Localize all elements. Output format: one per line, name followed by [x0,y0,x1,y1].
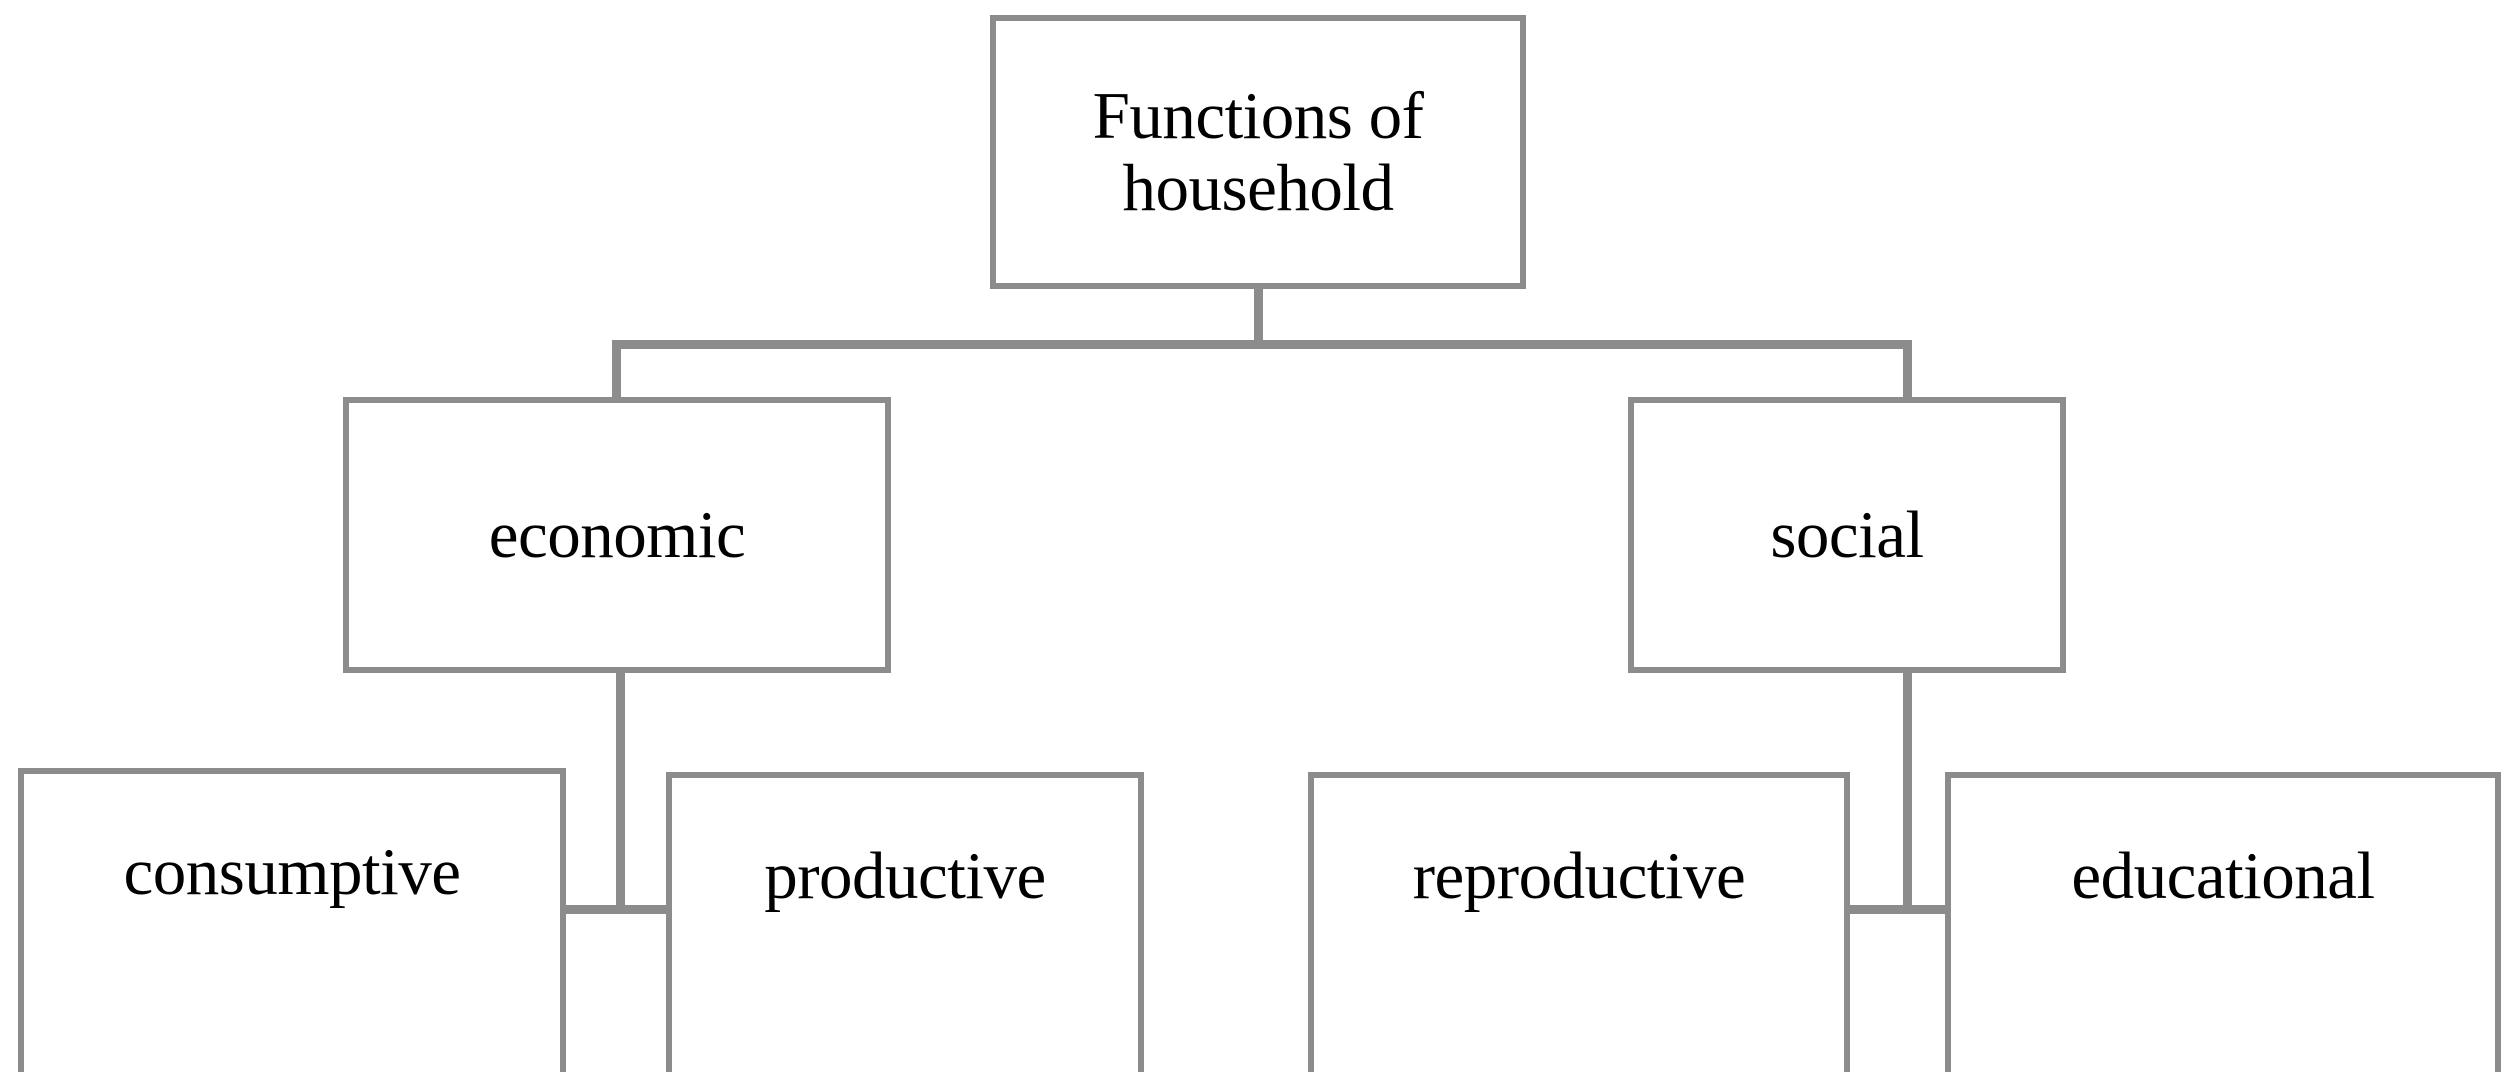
connector-economic-children-bar [560,905,672,914]
node-educational[interactable]: educational [1945,772,2501,1072]
node-label-economic: economic [488,497,746,572]
node-social[interactable]: social [1628,397,2066,673]
node-label-consumptive: consumptive [123,835,461,909]
node-reproductive[interactable]: reproductive [1308,772,1850,1072]
connector-root-stem [1254,287,1263,347]
node-economic[interactable]: economic [343,397,891,673]
node-productive[interactable]: productive [666,772,1144,1072]
connector-social-stem [1903,670,1912,910]
node-label-social: social [1770,497,1924,572]
node-label-root: Functions of household [1092,78,1424,225]
connector-level2-distribution-bar [612,340,1912,349]
node-label-educational: educational [2071,839,2375,913]
node-label-reproductive: reproductive [1412,839,1746,913]
connector-social-children-bar [1845,905,1957,914]
connector-economic-stem [616,670,625,910]
node-consumptive[interactable]: consumptive [18,768,566,1072]
node-label-productive: productive [764,839,1046,913]
node-functions-of-household[interactable]: Functions of household [990,15,1526,289]
connector-root-to-economic [612,340,621,400]
connector-root-to-social [1903,340,1912,400]
